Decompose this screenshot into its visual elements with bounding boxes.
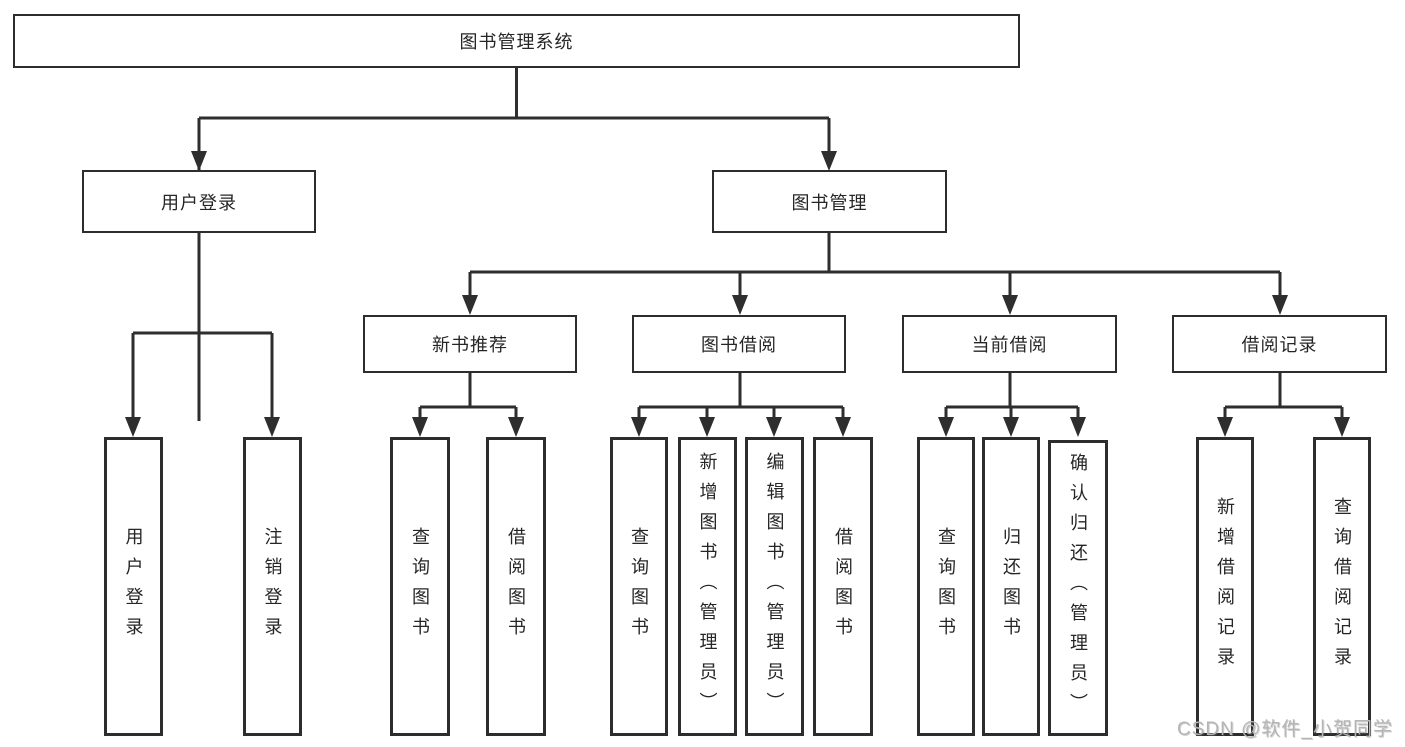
leaf-confirm-return-admin-label: 确认归还（管理员） bbox=[1068, 453, 1088, 723]
leaf-add-book-admin: 新增图书（管理员） bbox=[678, 437, 737, 736]
node-new-book-recommend-label: 新书推荐 bbox=[432, 335, 508, 355]
leaf-edit-book-admin: 编辑图书（管理员） bbox=[745, 437, 804, 736]
leaf-return-book-label: 归还图书 bbox=[1001, 526, 1021, 647]
leaf-edit-book-admin-label: 编辑图书（管理员） bbox=[764, 451, 785, 722]
node-current-borrow-label: 当前借阅 bbox=[971, 335, 1048, 355]
leaf-query-books-borrow: 查询图书 bbox=[610, 437, 668, 736]
connector-borrow-record bbox=[1223, 372, 1344, 421]
node-root-label: 图书管理系统 bbox=[459, 32, 574, 52]
node-borrow-records: 借阅记录 bbox=[1172, 315, 1387, 373]
leaf-borrow-books-recommend-label: 借阅图书 bbox=[506, 526, 526, 647]
leaf-query-books-recommend-label: 查询图书 bbox=[410, 526, 430, 647]
node-book-management: 图书管理 bbox=[712, 170, 947, 233]
leaf-add-book-admin-label: 新增图书（管理员） bbox=[697, 451, 718, 722]
leaf-logout: 注销登录 bbox=[243, 437, 302, 736]
leaf-query-borrow-record: 查询借阅记录 bbox=[1313, 437, 1371, 736]
leaf-query-borrow-record-label: 查询借阅记录 bbox=[1332, 496, 1352, 677]
connector-user-login bbox=[131, 233, 274, 421]
node-user-login: 用户登录 bbox=[82, 170, 316, 233]
leaf-user-login: 用户登录 bbox=[104, 437, 163, 736]
node-current-borrow: 当前借阅 bbox=[902, 315, 1117, 373]
node-book-borrow: 图书借阅 bbox=[632, 315, 846, 373]
leaf-add-borrow-record-label: 新增借阅记录 bbox=[1215, 496, 1235, 677]
connector-new-book bbox=[418, 372, 518, 421]
leaf-query-books-current-label: 查询图书 bbox=[936, 526, 956, 647]
leaf-borrow-books-borrow-label: 借阅图书 bbox=[833, 526, 853, 647]
leaf-add-borrow-record: 新增借阅记录 bbox=[1196, 437, 1254, 736]
leaf-confirm-return-admin: 确认归还（管理员） bbox=[1048, 440, 1108, 736]
connector-book-borrow bbox=[637, 372, 845, 421]
node-new-book-recommend: 新书推荐 bbox=[363, 315, 577, 373]
leaf-borrow-books-recommend: 借阅图书 bbox=[486, 437, 546, 736]
csdn-watermark: CSDN @软件_小贺同学 bbox=[1177, 719, 1393, 740]
leaf-return-book: 归还图书 bbox=[982, 437, 1040, 736]
node-user-login-label: 用户登录 bbox=[161, 192, 237, 213]
connector-book-management bbox=[468, 233, 1282, 299]
leaf-query-books-current: 查询图书 bbox=[917, 437, 975, 736]
node-root: 图书管理系统 bbox=[13, 14, 1020, 68]
leaf-query-books-recommend: 查询图书 bbox=[390, 437, 450, 736]
connector-current-borrow bbox=[944, 372, 1080, 421]
leaf-user-login-label: 用户登录 bbox=[123, 526, 144, 647]
leaf-borrow-books-borrow: 借阅图书 bbox=[813, 437, 873, 736]
node-book-management-label: 图书管理 bbox=[791, 192, 868, 213]
leaf-query-books-borrow-label: 查询图书 bbox=[629, 526, 649, 647]
node-borrow-records-label: 借阅记录 bbox=[1241, 335, 1318, 355]
node-book-borrow-label: 图书借阅 bbox=[701, 335, 777, 355]
leaf-logout-label: 注销登录 bbox=[262, 526, 283, 647]
